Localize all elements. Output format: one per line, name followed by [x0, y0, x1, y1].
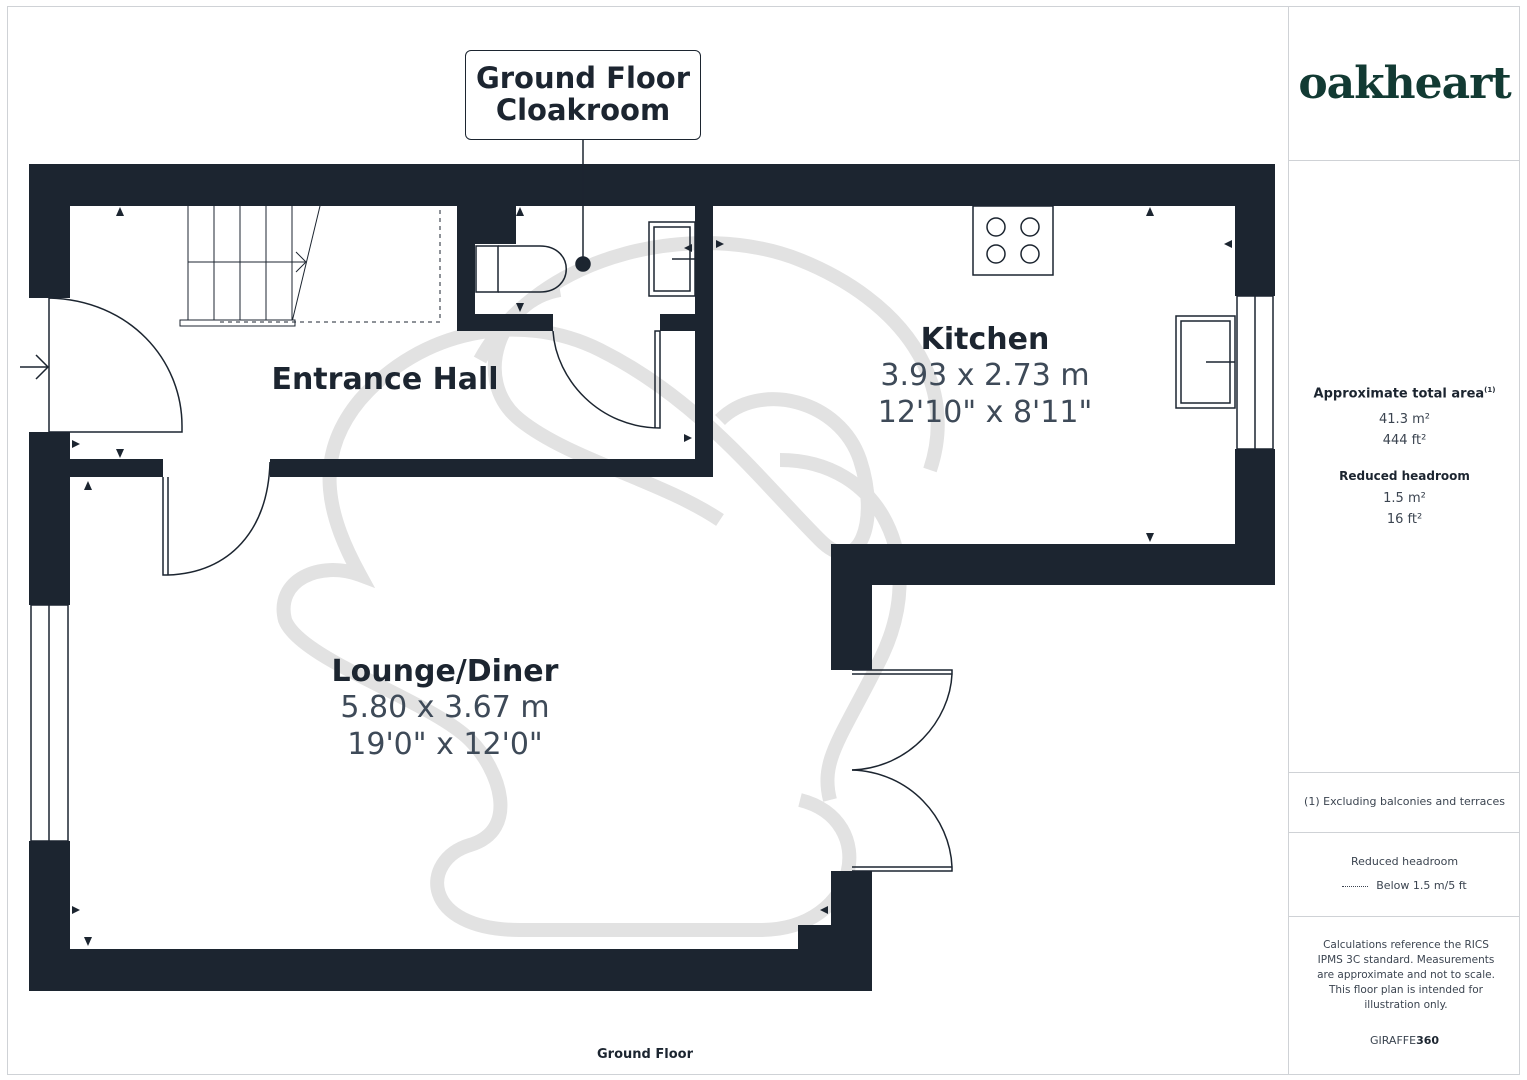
brand-logo: oakheart	[1298, 58, 1511, 109]
callout-line-1: Ground Floor	[475, 61, 691, 95]
info-sidebar: oakheart Approximate total area(1) 41.3 …	[1288, 6, 1520, 1075]
room-name: Kitchen	[920, 322, 1050, 357]
brand-suffix: 360	[1416, 1034, 1440, 1047]
entrance-arrow-icon	[20, 354, 50, 380]
doors	[48, 297, 953, 872]
disclaimer-text: Calculations reference the RICS IPMS 3C …	[1317, 939, 1495, 1011]
divider	[1289, 160, 1520, 161]
front-door	[48, 297, 183, 433]
staircase	[179, 205, 441, 327]
cloakroom-callout: Ground Floor Cloakroom	[465, 50, 701, 140]
legend-item-label: Below 1.5 m/5 ft	[1376, 879, 1467, 892]
wall-cloak-bottom-right	[660, 314, 713, 331]
room-imperial: 19'0" x 12'0"	[347, 727, 543, 762]
room-metric: 3.93 x 2.73 m	[880, 358, 1090, 393]
room-name: Entrance Hall	[271, 362, 499, 397]
wall-kitchen-bottom	[831, 544, 1275, 585]
area-footnote: (1) Excluding balconies and terraces	[1304, 795, 1505, 808]
wall-cloak-right	[695, 206, 713, 477]
cloak-basin	[648, 221, 696, 297]
kitchen-sink	[1175, 315, 1236, 409]
total-area-ft2: 444 ft²	[1382, 433, 1427, 448]
wall-top	[29, 164, 1275, 206]
divider	[1289, 832, 1520, 833]
patio-door-bottom	[851, 769, 953, 872]
divider	[1289, 916, 1520, 917]
patio-door-top	[851, 669, 953, 771]
wall-cloak-bottom-left	[457, 314, 553, 331]
wall-cloak-block	[457, 206, 516, 244]
floor-plan	[20, 140, 1275, 991]
wall-right-kitchen-upper	[1235, 164, 1275, 296]
legend-title: Reduced headroom	[1350, 855, 1459, 868]
wall-step	[798, 925, 872, 991]
giraffe360-brand: GIRAFFE360	[1289, 1034, 1520, 1047]
divider	[1289, 772, 1520, 773]
hall-lounge-door	[162, 461, 271, 576]
legend-item: Below 1.5 m/5 ft	[1289, 879, 1520, 892]
reduced-headroom-title: Reduced headroom	[1339, 469, 1470, 483]
wall-hall-bottom-right	[270, 459, 713, 477]
brand-prefix: GIRAFFE	[1369, 1034, 1417, 1047]
room-name: Lounge/Diner	[331, 654, 559, 689]
callout-line-2: Cloakroom	[495, 93, 671, 127]
wall-hall-bottom-left	[70, 459, 163, 477]
total-area-m2: 41.3 m²	[1379, 412, 1430, 427]
wall-lounge-right-upper	[831, 544, 872, 670]
total-area-label: Approximate total area	[1313, 386, 1485, 402]
walls	[29, 164, 1275, 991]
cloakroom-door	[552, 330, 661, 429]
room-entrance-hall: Entrance Hall	[250, 362, 520, 397]
room-imperial: 12'10" x 8'11"	[877, 395, 1093, 430]
footnote-mark: (1)	[1484, 386, 1496, 394]
dotted-line-icon	[1342, 885, 1369, 887]
room-lounge-diner: Lounge/Diner 5.80 x 3.67 m 19'0" x 12'0"	[290, 654, 600, 763]
hob	[972, 205, 1054, 276]
wall-bottom	[29, 949, 872, 991]
reduced-area-ft2: 16 ft²	[1386, 512, 1423, 527]
room-kitchen: Kitchen 3.93 x 2.73 m 12'10" x 8'11"	[840, 322, 1130, 431]
page-frame	[7, 6, 1520, 1075]
wall-left-upper	[29, 164, 70, 298]
reduced-area-m2: 1.5 m²	[1383, 491, 1426, 506]
fixtures	[475, 140, 1236, 409]
wall-left-mid	[29, 432, 70, 605]
windows	[30, 295, 1274, 842]
floor-label: Ground Floor	[597, 1047, 693, 1062]
room-metric: 5.80 x 3.67 m	[340, 690, 550, 725]
measure-markers	[72, 207, 1232, 946]
toilet	[475, 245, 567, 293]
total-area-title: Approximate total area(1)	[1289, 386, 1520, 401]
